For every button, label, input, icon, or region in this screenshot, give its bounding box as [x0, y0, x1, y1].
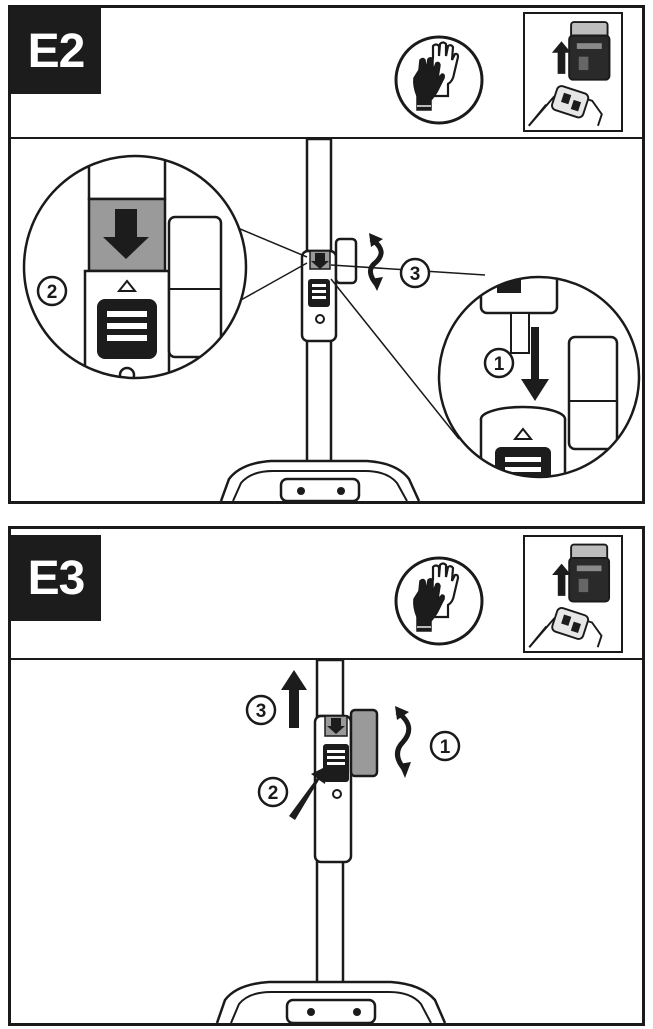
svg-text:3: 3 — [256, 701, 267, 722]
battery-removed-icon — [523, 535, 623, 653]
panel-e2-header: E2 — [11, 8, 642, 139]
svg-text:1: 1 — [494, 354, 505, 375]
upper-tube — [305, 139, 333, 253]
svg-text:3: 3 — [410, 264, 421, 285]
lower-tube — [315, 858, 345, 1005]
callout-3: 3 — [245, 694, 277, 726]
clamp-knob — [334, 237, 358, 285]
svg-text:2: 2 — [47, 282, 58, 303]
battery-removed-icon — [523, 12, 623, 132]
joint-collar — [313, 714, 353, 864]
svg-text:1: 1 — [440, 737, 451, 758]
zoom-detail-left — [25, 157, 245, 377]
clamp-knob — [349, 708, 379, 778]
zoom-detail-right — [440, 278, 638, 476]
step-label-e2: E2 — [11, 8, 101, 94]
step-label-e3: E3 — [11, 535, 101, 621]
callout-1: 1 — [429, 730, 461, 762]
panel-e3-header: E3 — [11, 529, 642, 660]
panel-e2: E2 — [8, 5, 645, 504]
callout-1: 1 — [483, 347, 515, 379]
illustration-e3: 3 1 2 — [215, 660, 461, 1023]
callout-2: 2 — [36, 275, 68, 307]
lower-tube — [305, 337, 333, 483]
gloves-icon — [394, 35, 484, 125]
callout-3: 3 — [399, 257, 431, 289]
panel-e3: E3 — [8, 526, 645, 1026]
upper-tube — [315, 660, 345, 718]
callout-2: 2 — [257, 776, 289, 808]
svg-text:2: 2 — [268, 783, 279, 804]
gloves-icon — [394, 556, 484, 646]
illustration-e2: 2 3 1 — [22, 139, 641, 501]
